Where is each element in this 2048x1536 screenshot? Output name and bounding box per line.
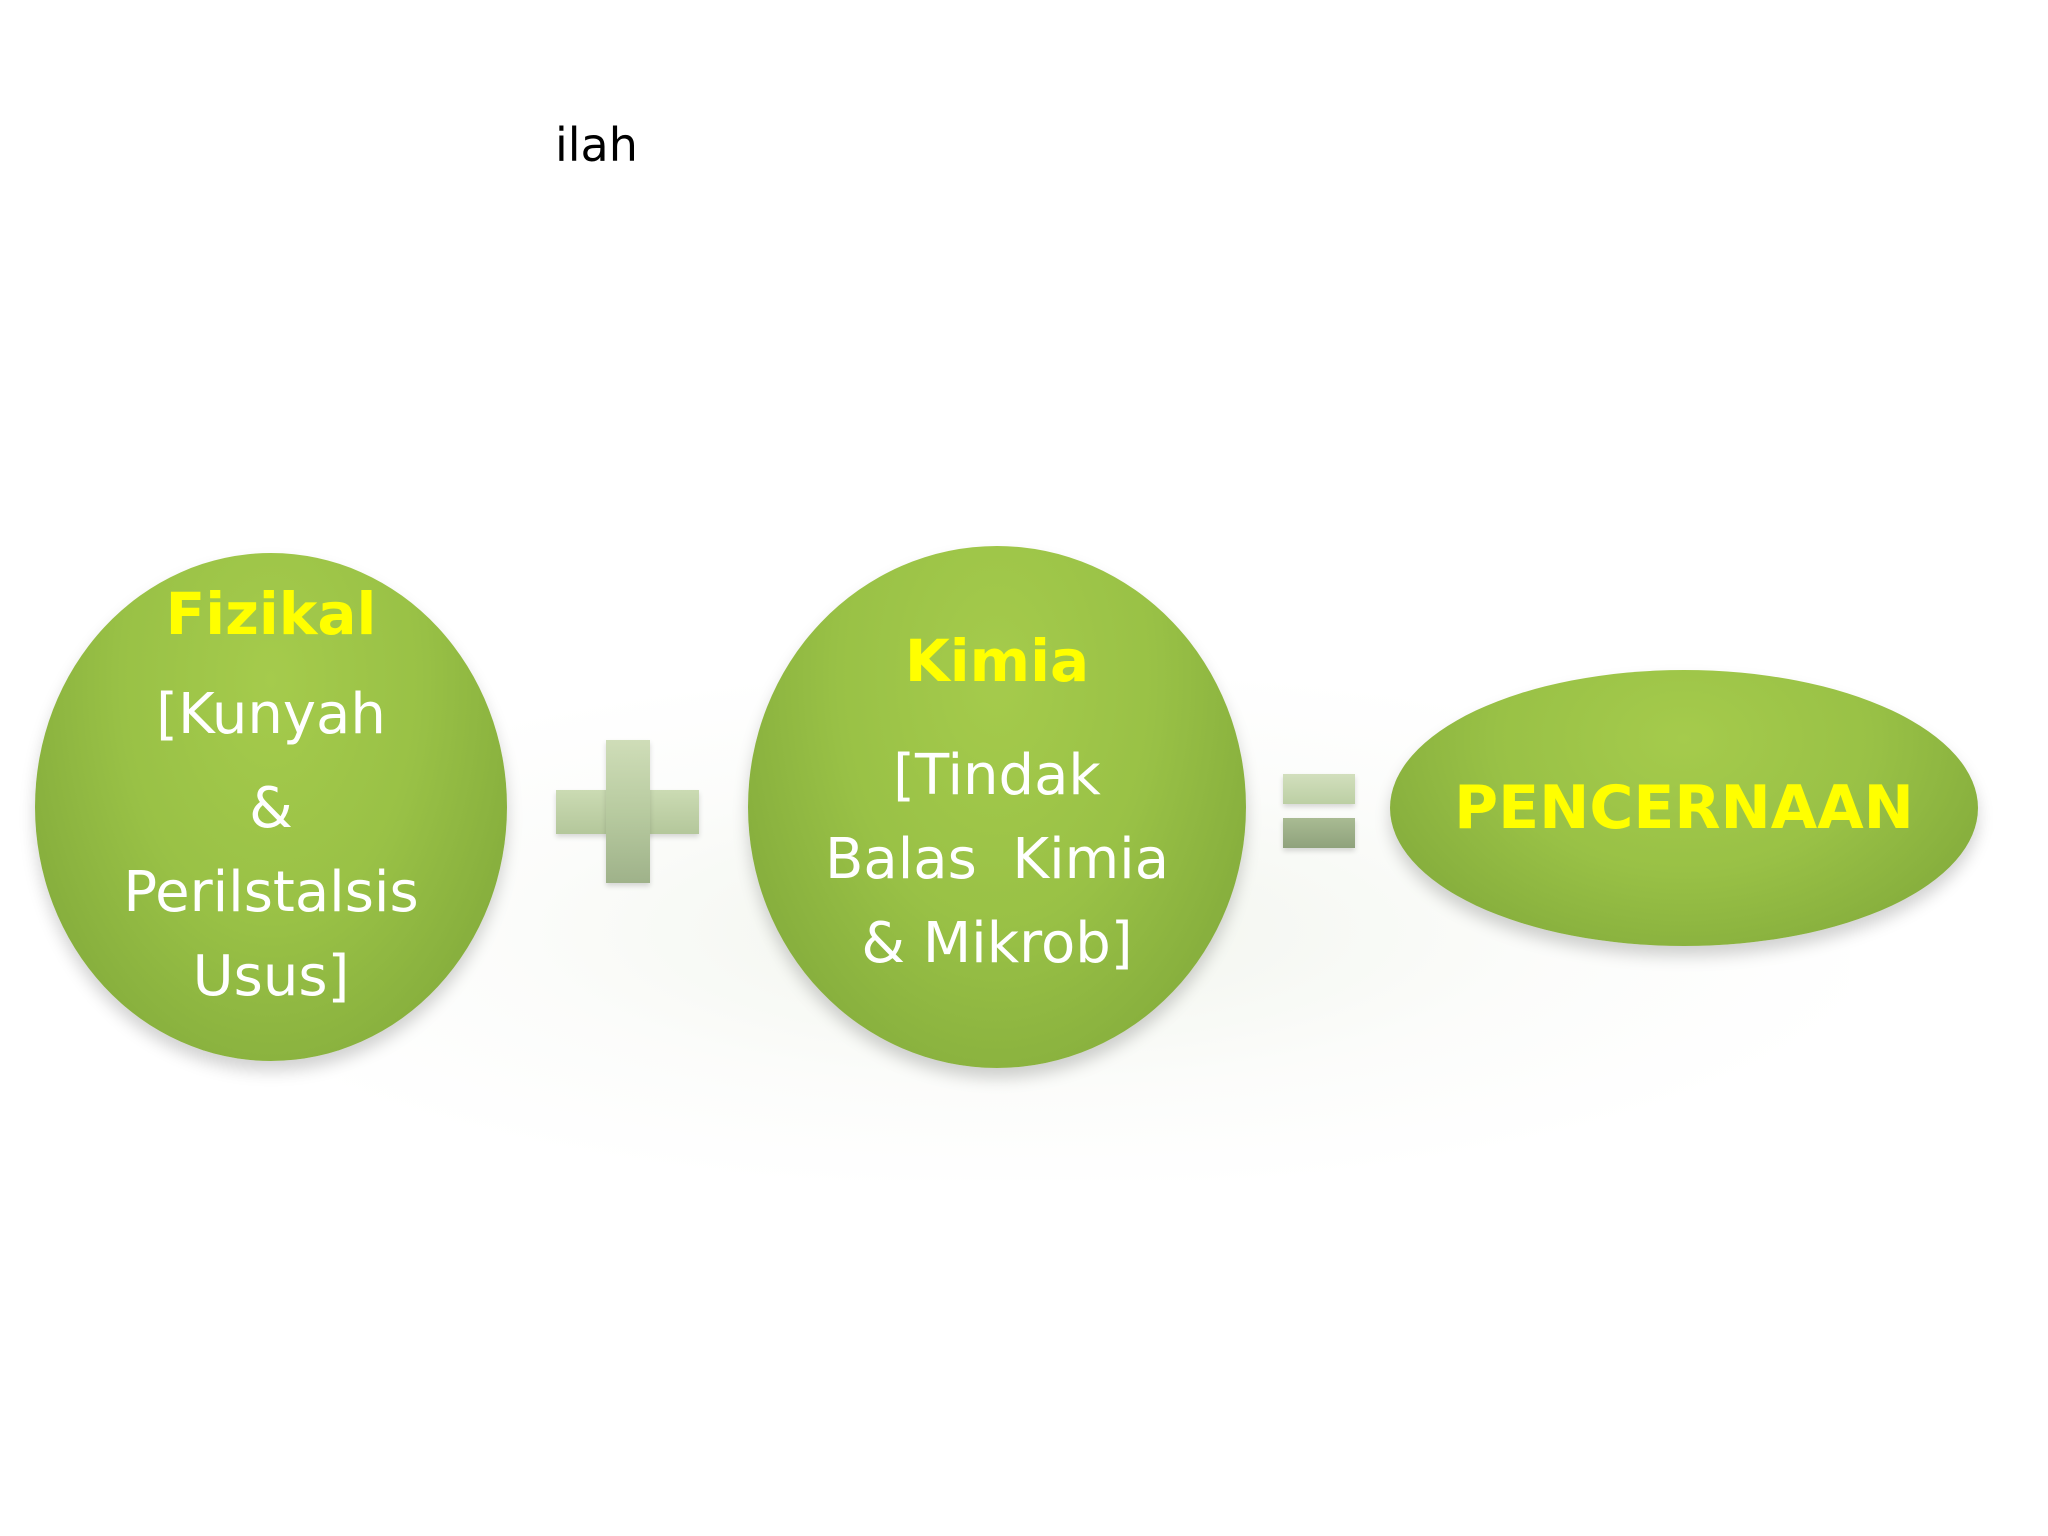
circle-kimia: Kimia [Tindak Balas Kimia & Mikrob]: [748, 546, 1246, 1068]
fizikal-line-4: Usus]: [192, 944, 350, 1009]
slide-title-fragment: ilah: [555, 118, 638, 172]
kimia-heading: Kimia: [904, 627, 1090, 695]
equals-bottom-bar: [1283, 818, 1355, 848]
circle-fizikal: Fizikal [Kunyah & Perilstalsis Usus]: [35, 553, 507, 1061]
equals-top-bar: [1283, 774, 1355, 804]
plus-vertical-bar: [606, 740, 650, 883]
fizikal-heading: Fizikal: [165, 580, 377, 648]
fizikal-line-3: Perilstalsis: [123, 860, 419, 925]
kimia-line-3: & Mikrob]: [861, 911, 1133, 976]
ellipse-pencernaan: PENCERNAAN: [1390, 670, 1978, 946]
plus-icon: [556, 740, 699, 883]
equals-icon: [1283, 774, 1355, 850]
kimia-line-2: Balas Kimia: [824, 827, 1170, 892]
kimia-line-1: [Tindak: [893, 743, 1101, 808]
fizikal-line-2: &: [249, 776, 293, 841]
pencernaan-heading: PENCERNAAN: [1454, 773, 1914, 843]
fizikal-line-1: [Kunyah: [156, 682, 386, 747]
